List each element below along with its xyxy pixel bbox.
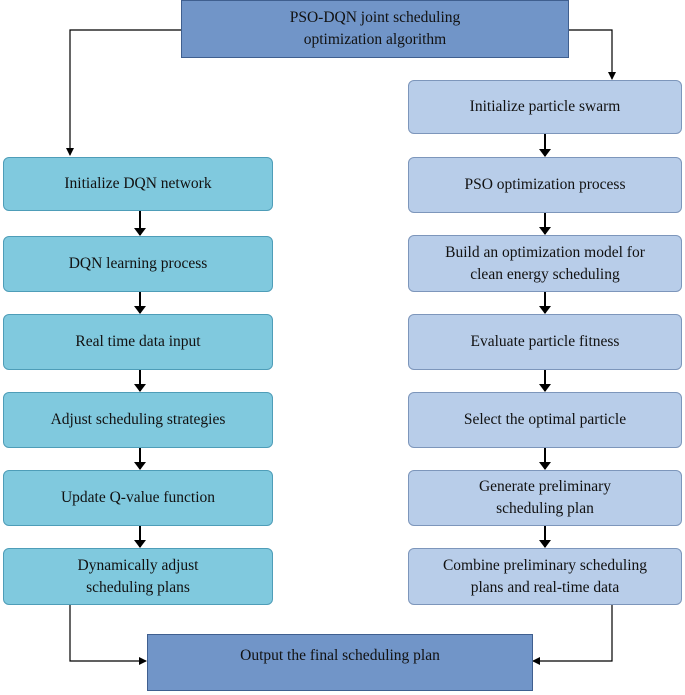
right-step-build-model: Build an optimization model for clean en… — [408, 235, 682, 292]
arrowhead-right-5-6 — [539, 462, 551, 470]
arrowhead-right-3-4 — [539, 306, 551, 314]
arrow-right-to-output — [532, 605, 613, 665]
arrow-top-to-left — [66, 29, 181, 156]
arrow-left-to-output — [69, 605, 147, 665]
left-step-update-q-function: Update Q-value function — [3, 470, 273, 526]
arrowhead-right-6-7 — [539, 540, 551, 548]
right-step-combine-plans: Combine preliminary scheduling plans and… — [408, 548, 682, 605]
output-box: Output the final scheduling plan — [147, 634, 533, 691]
arrowhead-left-2-3 — [134, 306, 146, 314]
left-step-dynamic-adjust: Dynamically adjust scheduling plans — [3, 548, 273, 605]
arrowhead-right-1-2 — [539, 149, 551, 157]
arrowhead-left-5-6 — [134, 540, 146, 548]
arrow-top-to-right — [569, 29, 616, 80]
arrowhead-left-4-5 — [134, 462, 146, 470]
left-step-dqn-learning: DQN learning process — [3, 236, 273, 292]
right-step-initialize-swarm: Initialize particle swarm — [408, 80, 682, 134]
right-step-evaluate-fitness: Evaluate particle fitness — [408, 314, 682, 370]
right-step-pso-process: PSO optimization process — [408, 157, 682, 213]
left-step-realtime-input: Real time data input — [3, 314, 273, 370]
arrowhead-right-2-3 — [539, 227, 551, 235]
arrowhead-left-1-2 — [134, 228, 146, 236]
arrowhead-right-4-5 — [539, 384, 551, 392]
left-step-adjust-strategies: Adjust scheduling strategies — [3, 392, 273, 448]
right-step-select-optimal: Select the optimal particle — [408, 392, 682, 448]
right-step-generate-plan: Generate preliminary scheduling plan — [408, 470, 682, 526]
arrowhead-left-3-4 — [134, 384, 146, 392]
left-step-initialize-dqn: Initialize DQN network — [3, 157, 273, 211]
title-box: PSO-DQN joint scheduling optimization al… — [181, 0, 569, 58]
